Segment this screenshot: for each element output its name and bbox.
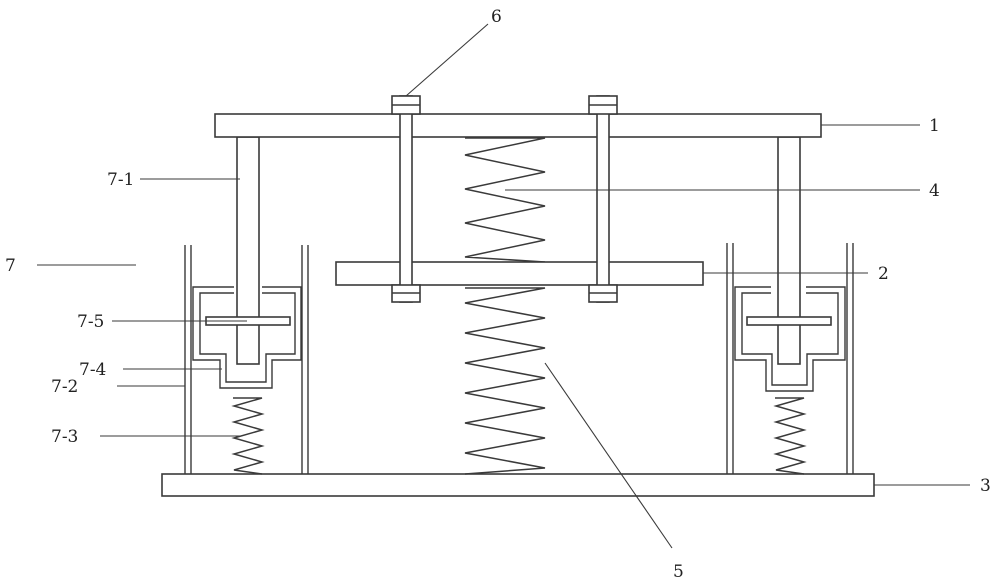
lower-spring — [464, 287, 546, 475]
right-pin — [746, 316, 832, 326]
upper-spring — [464, 137, 546, 263]
leader-5 — [544, 362, 673, 549]
label-7: 7 — [5, 256, 16, 276]
label-4: 4 — [929, 181, 940, 201]
label-6: 6 — [491, 7, 502, 27]
left-cup — [192, 286, 302, 389]
right-cup — [734, 286, 846, 392]
top-plate — [214, 113, 822, 138]
label-2: 2 — [878, 264, 889, 284]
base-plate — [161, 473, 875, 497]
left-bolt — [391, 95, 421, 303]
right-housing — [726, 243, 854, 474]
left-rod — [236, 136, 260, 365]
label-7-2: 7-2 — [51, 377, 78, 397]
label-7-3: 7-3 — [51, 427, 78, 447]
right-bolt — [588, 95, 618, 303]
label-3: 3 — [980, 476, 991, 496]
right-small-spring — [773, 397, 807, 475]
leader-6 — [405, 23, 489, 97]
label-7-4: 7-4 — [79, 360, 106, 380]
label-1: 1 — [929, 116, 940, 136]
label-7-1: 7-1 — [107, 170, 134, 190]
left-small-spring — [231, 397, 265, 475]
middle-plate — [335, 261, 704, 286]
label-5: 5 — [673, 562, 684, 582]
right-rod — [777, 136, 801, 365]
label-7-5: 7-5 — [77, 312, 104, 332]
